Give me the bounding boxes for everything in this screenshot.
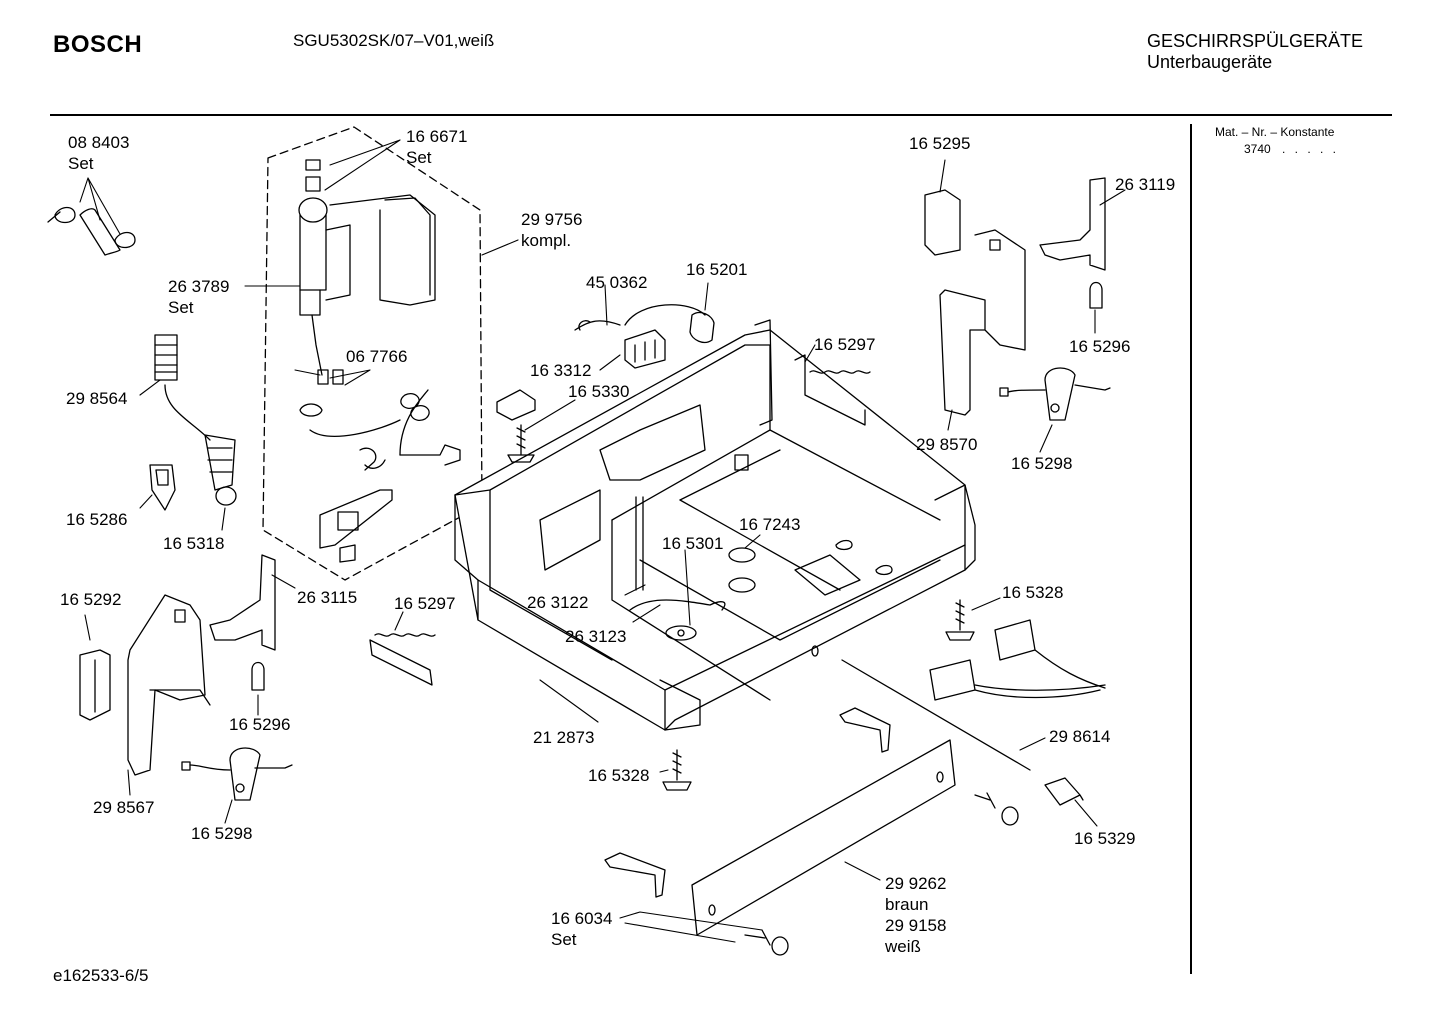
rod-298614	[841, 659, 1031, 771]
side-divider	[1190, 124, 1192, 974]
bracket-upper-panel	[839, 707, 891, 753]
part-label-165292: 16 5292	[60, 590, 122, 609]
screw-foot-lower	[662, 749, 692, 791]
mat-nr-value: 3740	[1244, 142, 1271, 156]
part-label-165297-right: 16 5297	[814, 335, 876, 354]
door-lock-bracket-left	[127, 594, 211, 776]
part-label-298564: 29 8564	[66, 389, 128, 408]
part-label-263115: 26 3115	[297, 588, 358, 607]
hose-clamp-left	[47, 206, 76, 224]
connector-165286	[149, 464, 176, 511]
bracket-lower-panel	[604, 852, 666, 898]
part-label-165328-right: 16 5328	[1002, 583, 1064, 602]
spring-heater-right	[794, 354, 871, 426]
screw-foot-upper	[507, 424, 535, 463]
part-label-165296-right: 16 5296	[1069, 337, 1131, 356]
seal-ring	[215, 486, 237, 506]
sensor-165298-right	[999, 367, 1111, 421]
clip-165295	[924, 189, 961, 256]
subcategory-title: Unterbaugeräte	[1147, 52, 1273, 72]
part-label-298614: 29 8614	[1049, 727, 1111, 746]
part-label-165330: 16 5330	[568, 382, 630, 401]
part-label-298570: 29 8570	[916, 435, 978, 454]
hose-clamp-right	[114, 231, 136, 249]
clip-165296-right	[1089, 281, 1103, 309]
handle-165292	[79, 649, 111, 721]
part-label-165329: 16 5329	[1074, 829, 1136, 848]
part-label-212873: 21 2873	[533, 728, 595, 747]
part-label-263123: 26 3123	[565, 627, 627, 646]
brand-logo: BOSCH	[53, 31, 143, 58]
bracket-263119	[1039, 177, 1106, 271]
screw-lower	[744, 929, 771, 946]
door-lock-bracket-right	[939, 229, 1026, 416]
cable-450362	[574, 320, 621, 331]
overflow-hose	[309, 389, 461, 471]
valve-bracket	[319, 489, 393, 563]
part-label-165328-lower: 16 5328	[588, 766, 650, 785]
hose-piece	[79, 208, 121, 256]
salt-cap	[728, 547, 756, 563]
switch-165330	[496, 389, 536, 421]
mat-nr-dots: . . . . .	[1282, 142, 1340, 156]
leader-lines	[79, 139, 1126, 943]
mat-nr-label: Mat. – Nr. – Konstante	[1215, 125, 1335, 139]
base-tub	[454, 319, 976, 731]
spring-heater-left	[369, 633, 436, 686]
knob-165329	[1044, 777, 1084, 806]
part-label-167243: 16 7243	[739, 515, 801, 534]
part-label-263119: 26 3119	[1115, 175, 1176, 194]
part-label-163312: 16 3312	[530, 361, 592, 380]
part-label-165295: 16 5295	[909, 134, 971, 153]
capacitor-165201	[689, 311, 715, 344]
clip-165296-left	[251, 661, 265, 691]
float-disc	[665, 625, 697, 641]
screw-foot-right	[945, 599, 975, 641]
part-label-165201: 16 5201	[686, 260, 748, 279]
inlet-valve-assembly	[298, 159, 436, 417]
part-label-067766: 06 7766	[346, 347, 408, 366]
spring-298564	[154, 334, 178, 381]
part-label-165286: 16 5286	[66, 510, 128, 529]
cable-harness-165328	[929, 619, 1106, 701]
header-divider	[50, 114, 1392, 116]
bracket-263115	[209, 554, 276, 651]
part-label-263122: 26 3122	[527, 593, 589, 612]
connector-163312	[624, 329, 666, 369]
part-label-165298-right: 16 5298	[1011, 454, 1073, 473]
part-label-165318: 16 5318	[163, 534, 225, 553]
sensor-165298-left	[181, 747, 293, 801]
part-label-298567: 29 8567	[93, 798, 155, 817]
part-label-450362: 45 0362	[586, 273, 648, 292]
front-panel-299262	[691, 739, 956, 936]
drain-hose-spiral	[204, 434, 236, 491]
category-title: GESCHIRRSPÜLGERÄTE	[1147, 31, 1364, 51]
cap-lower	[771, 936, 789, 956]
part-label-165296-left: 16 5296	[229, 715, 291, 734]
screw-right	[974, 792, 996, 809]
drawing-code: e162533-6/5	[53, 966, 149, 985]
part-label-165301: 16 5301	[662, 534, 724, 553]
cap-right	[1001, 806, 1019, 826]
model-number: SGU5302SK/07–V01,weiß	[293, 31, 495, 50]
hose-263123	[629, 599, 726, 611]
part-label-165298-left: 16 5298	[191, 824, 253, 843]
part-label-165297-left: 16 5297	[394, 594, 456, 613]
